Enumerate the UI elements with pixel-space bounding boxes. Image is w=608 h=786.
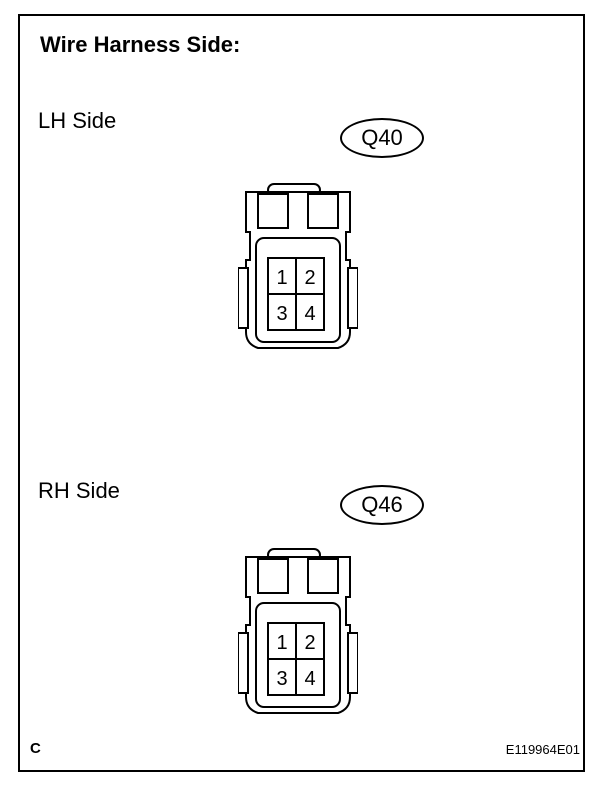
diagram-frame: [18, 14, 585, 772]
rh-side-label: RH Side: [38, 478, 120, 503]
rh-pin-1: 1: [276, 632, 287, 654]
lh-connector-slot-right: [307, 193, 339, 229]
lh-pin-3: 3: [276, 303, 287, 325]
rh-pin-2: 2: [304, 632, 315, 654]
rh-connector-tab-left: [238, 632, 249, 694]
rh-connector-slot-right: [307, 558, 339, 594]
rh-connector-id-badge: Q46: [340, 485, 424, 525]
lh-pin-2: 2: [304, 267, 315, 289]
lh-connector-slot-left: [257, 193, 289, 229]
footer-section-letter: C: [30, 740, 41, 757]
rh-pin-4: 4: [304, 668, 315, 690]
lh-pin-1: 1: [276, 267, 287, 289]
rh-connector-tab-right: [347, 632, 358, 694]
rh-connector-diagram: 1 2 3 4: [238, 548, 358, 714]
lh-connector-tab-right: [347, 267, 358, 329]
rh-pin-3: 3: [276, 668, 287, 690]
diagram-title: Wire Harness Side:: [40, 32, 241, 57]
lh-connector-id-badge: Q40: [340, 118, 424, 158]
footer-figure-code: E119964E01: [505, 742, 580, 757]
lh-connector-tab-left: [238, 267, 249, 329]
lh-side-label: LH Side: [38, 108, 117, 133]
lh-pin-4: 4: [304, 303, 315, 325]
lh-connector-diagram: 1 2 3 4: [238, 183, 358, 349]
rh-connector-slot-left: [257, 558, 289, 594]
